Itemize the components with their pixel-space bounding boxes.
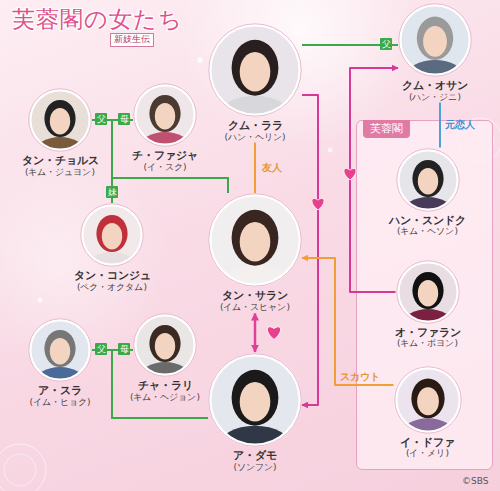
character-node: ハン・スンドク(キム・ヘソン) — [396, 148, 460, 237]
group-heading: 芙蓉閣 — [363, 120, 410, 138]
actor-name: (ハン・ヘリン) — [203, 132, 307, 143]
portrait-outline — [208, 193, 302, 287]
portrait-outline — [208, 23, 302, 117]
relation-line — [254, 142, 256, 193]
kinship-tag: 父 — [95, 113, 107, 125]
character-node: タン・サラン(イム・スヒャン) — [208, 193, 302, 312]
copyright-note: ©SBS — [462, 476, 488, 486]
portrait-outline — [28, 318, 92, 382]
portrait-outline — [394, 366, 462, 434]
sparkle — [328, 148, 333, 153]
character-name: タン・コンジュ — [60, 269, 164, 282]
character-node: イ・ドファ(イ・メリ) — [394, 366, 462, 459]
actor-name: (キム・ジュヨン) — [8, 167, 112, 178]
character-name: ア・スラ — [8, 384, 112, 397]
character-name: イ・ドファ — [376, 436, 480, 449]
actor-name: (イム・ヒョク) — [8, 397, 112, 408]
heart-symbol — [344, 168, 356, 180]
kinship-tag: 母 — [118, 113, 130, 125]
kinship-tag: 母 — [118, 343, 130, 355]
group-box: 芙蓉閣ハン・スンドク(キム・ヘソン) オ・ファラン(キム・ボヨン) イ・ドファ(イ・… — [356, 120, 493, 470]
actor-name: (ペク・オクタム) — [60, 282, 164, 293]
edge-label: 友人 — [262, 161, 282, 175]
actor-name: (ソンフン) — [203, 462, 307, 473]
portrait-outline — [133, 83, 197, 147]
character-node: タン・コンジュ(ペク・オクタム) — [80, 203, 144, 292]
portrait-outline — [80, 203, 144, 267]
heart-symbol — [267, 327, 280, 340]
lace-ring — [0, 444, 46, 491]
actor-name: (イ・メリ) — [376, 448, 480, 459]
character-node: タン・チョルス(キム・ジュヨン) — [28, 88, 92, 177]
portrait-outline — [28, 88, 92, 152]
character-name: タン・チョルス — [8, 154, 112, 167]
character-node: チ・ファジャ(イ・スク) — [133, 83, 197, 172]
character-name: クム・ララ — [203, 119, 307, 132]
kinship-tag: 妹 — [106, 186, 118, 198]
sparkle — [197, 57, 203, 63]
portrait-outline — [396, 260, 460, 324]
glow — [180, 0, 420, 150]
actor-name: (キム・ヘソン) — [376, 226, 480, 237]
actor-name: (キム・ヘジョン) — [113, 392, 217, 403]
edge-label: 元恋人 — [445, 118, 475, 132]
character-node: ア・スラ(イム・ヒョク) — [28, 318, 92, 407]
character-node: クム・ララ(ハン・ヘリン) — [208, 23, 302, 142]
edge-label: スカウト — [340, 370, 380, 384]
edge-label: 父 — [380, 38, 392, 50]
portrait-outline — [208, 353, 302, 447]
chart-title: 芙蓉閣の女たち — [12, 4, 183, 35]
character-node: クム・オサン(ハン・ジニ) — [398, 3, 472, 102]
character-node: オ・ファラン(キム・ボヨン) — [396, 260, 460, 349]
character-name: チャ・ラリ — [113, 379, 217, 392]
actor-name: (イム・スヒャン) — [203, 302, 307, 313]
character-node: ア・ダモ(ソンフン) — [208, 353, 302, 472]
character-name: ハン・スンドク — [376, 214, 480, 227]
character-name: オ・ファラン — [376, 326, 480, 339]
character-name: タン・サラン — [203, 289, 307, 302]
character-node: チャ・ラリ(キム・ヘジョン) — [133, 313, 197, 402]
subtitle-badge: 新妓生伝 — [110, 33, 154, 47]
character-name: チ・ファジャ — [113, 149, 217, 162]
kinship-tag: 父 — [95, 343, 107, 355]
portrait-outline — [398, 3, 472, 77]
actor-name: (キム・ボヨン) — [376, 338, 480, 349]
portrait-outline — [396, 148, 460, 212]
relation-line — [302, 95, 318, 405]
lace-ring — [4, 454, 36, 486]
relation-line — [254, 313, 257, 352]
actor-name: (ハン・ジニ) — [383, 92, 487, 103]
actor-name: (イ・スク) — [113, 162, 217, 173]
character-name: ア・ダモ — [203, 449, 307, 462]
portrait-outline — [133, 313, 197, 377]
character-name: クム・オサン — [383, 79, 487, 92]
sparkle — [38, 298, 43, 303]
heart-symbol — [312, 198, 324, 210]
